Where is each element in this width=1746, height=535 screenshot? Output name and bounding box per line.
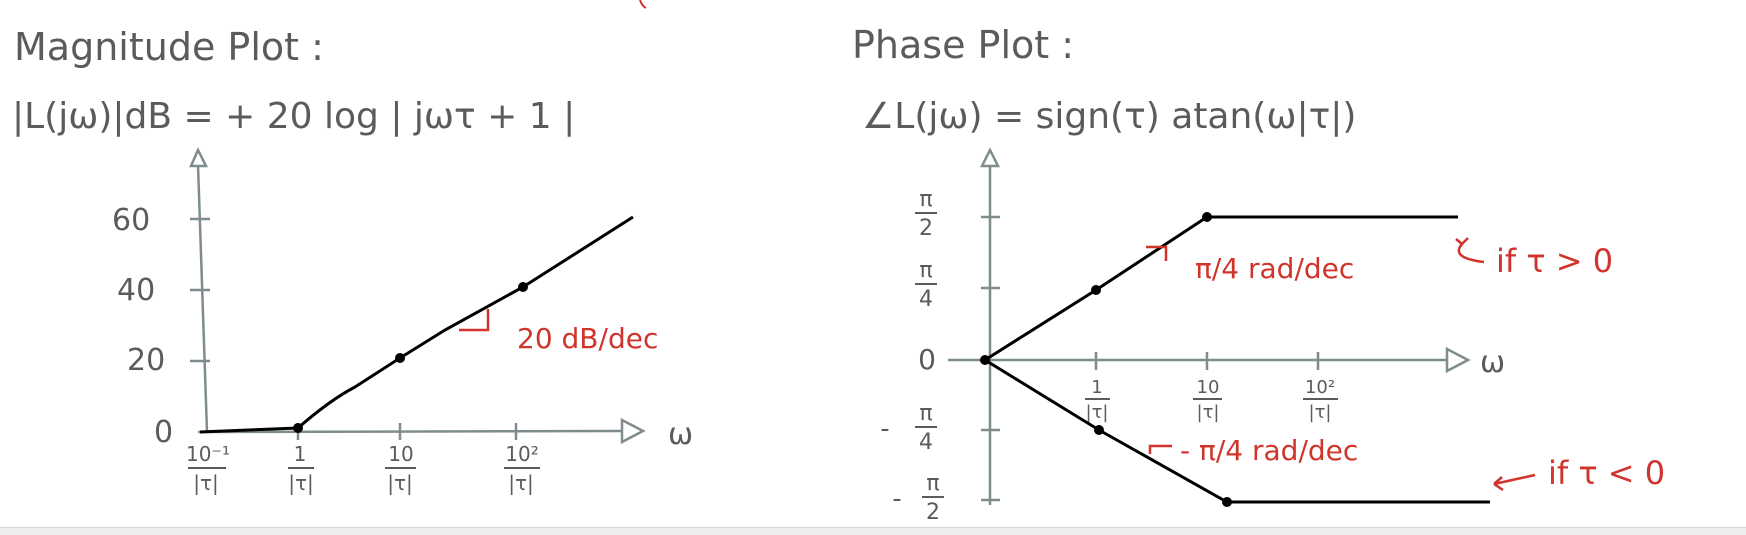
magnitude-xtick-3-den: |τ| — [508, 471, 534, 495]
phase-xtick-1-den: |τ| — [1197, 402, 1220, 423]
magnitude-xtick-2-num: 10 — [388, 442, 413, 466]
phase-xtick-labels: 1 |τ| 10 |τ| 10² |τ| — [1085, 377, 1338, 423]
magnitude-slope-marker — [459, 309, 490, 332]
phase-ytick-1-num: π — [919, 258, 932, 283]
phase-ytick-4-sign: - — [892, 484, 901, 514]
phase-xtick-2-num: 10² — [1305, 377, 1335, 398]
magnitude-xtick-0-den: |τ| — [193, 471, 219, 495]
magnitude-xtick-1-num: 1 — [294, 442, 307, 466]
magnitude-slope-label: 20 dB/dec — [517, 322, 658, 355]
phase-ytick-4-num: π — [926, 471, 939, 496]
magnitude-equation: |L(jω)|dB = + 20 log | jωτ + 1 | — [12, 96, 575, 137]
case-pos-arrow-icon — [1455, 237, 1485, 264]
magnitude-ytick-20: 20 — [127, 343, 165, 378]
phase-x-arrow — [1445, 346, 1471, 374]
phase-ytick-1-den: 4 — [919, 287, 933, 312]
phase-ytick-2-num: 0 — [918, 343, 936, 376]
magnitude-point-20 — [395, 353, 405, 363]
phase-point-neg-mid — [1094, 425, 1104, 435]
phase-ytick-0-num: π — [919, 187, 932, 212]
phase-ytick-4-den: 2 — [926, 500, 940, 525]
magnitude-xtick-labels: 10⁻¹ |τ| 1 |τ| 10 |τ| 10² |τ| — [186, 442, 540, 495]
phase-ytick-3-num: π — [919, 401, 932, 426]
phase-slope-neg-label: - π/4 rad/dec — [1180, 434, 1358, 467]
phase-curve-positive — [984, 215, 1458, 362]
phase-equation: ∠L(jω) = sign(τ) atan(ω|τ|) — [862, 96, 1356, 137]
phase-ytick-0-den: 2 — [919, 216, 933, 241]
magnitude-xtick-3-num: 10² — [505, 442, 538, 466]
phase-x-axis-label: ω — [1480, 345, 1505, 380]
phase-xtick-1-num: 10 — [1197, 377, 1220, 398]
case-pos-label: if τ > 0 — [1496, 242, 1613, 280]
magnitude-y-axis — [196, 164, 209, 433]
phase-xtick-2-den: |τ| — [1309, 402, 1332, 423]
bottom-scroll-strip — [0, 527, 1746, 535]
magnitude-xtick-1-den: |τ| — [288, 471, 314, 495]
phase-slope-pos-label: π/4 rad/dec — [1195, 252, 1354, 285]
phase-point-pos-top — [1202, 212, 1212, 222]
magnitude-ytick-40: 40 — [117, 273, 155, 308]
phase-axes — [948, 147, 1471, 505]
magnitude-heading: Magnitude Plot : — [14, 25, 324, 69]
phase-slope-pos-marker — [1146, 245, 1168, 261]
magnitude-y-arrow — [189, 147, 209, 168]
phase-slope-neg-marker — [1148, 444, 1172, 454]
phase-xtick-0-den: |τ| — [1086, 402, 1109, 423]
phase-xtick-0-num: 1 — [1091, 377, 1102, 398]
magnitude-point-40 — [518, 282, 528, 292]
phase-y-arrow — [979, 147, 1001, 168]
case-neg-arrow-icon — [1493, 473, 1536, 492]
phase-ytick-labels: π 2 π 4 0 - π 4 - π 2 — [880, 187, 944, 525]
magnitude-x-axis — [197, 429, 623, 434]
magnitude-point-corner — [293, 423, 303, 433]
magnitude-x-arrow — [620, 417, 646, 445]
phase-point-origin — [980, 355, 990, 365]
magnitude-curve — [199, 215, 634, 434]
magnitude-x-axis-label: ω — [668, 417, 693, 452]
magnitude-axes — [189, 147, 646, 445]
phase-ytick-3-den: 4 — [919, 430, 933, 455]
phase-point-neg-bottom — [1222, 497, 1232, 507]
cropped-red-mark — [639, 0, 647, 9]
phase-heading: Phase Plot : — [852, 23, 1074, 67]
magnitude-ytick-0: 0 — [154, 415, 173, 450]
phase-ytick-3-sign: - — [880, 414, 889, 444]
case-neg-label: if τ < 0 — [1548, 454, 1665, 492]
magnitude-xtick-0-num: 10⁻¹ — [186, 442, 230, 466]
magnitude-xtick-2-den: |τ| — [387, 471, 413, 495]
phase-curve-negative — [984, 358, 1490, 504]
phase-point-pos-mid — [1091, 285, 1101, 295]
magnitude-ytick-60: 60 — [112, 203, 150, 238]
